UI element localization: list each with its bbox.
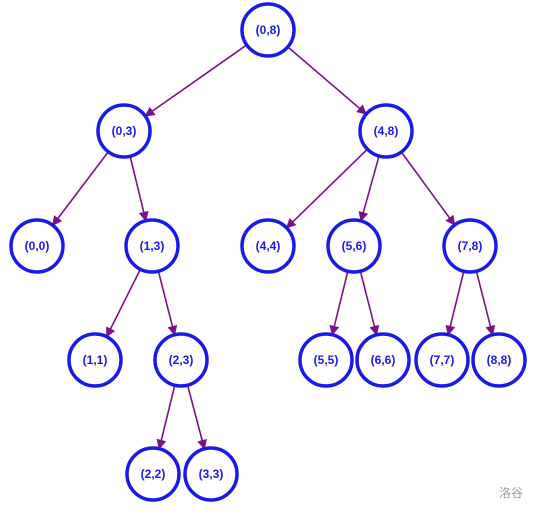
node-label: (2,2) <box>141 467 166 481</box>
tree-node: (5,6) <box>326 218 382 274</box>
node-label: (0,0) <box>25 239 50 253</box>
node-circle <box>183 446 239 502</box>
tree-node: (1,3) <box>124 218 180 274</box>
edge-n13-n11 <box>106 268 142 338</box>
watermark-text: 洛谷 <box>498 486 523 500</box>
tree-node: (4,8) <box>358 103 414 159</box>
edge-n48-n78 <box>400 151 456 226</box>
node-circle <box>96 103 152 159</box>
node-circle <box>153 332 209 388</box>
tree-node: (1,1) <box>67 332 123 388</box>
node-label: (3,3) <box>199 467 224 481</box>
tree-node: (8,8) <box>471 332 527 388</box>
tree-node: (2,3) <box>153 332 209 388</box>
node-label: (4,4) <box>256 239 281 253</box>
edge-n78-n77 <box>445 271 465 336</box>
edges-group <box>52 44 496 450</box>
node-circle <box>125 446 181 502</box>
node-label: (1,1) <box>83 353 108 367</box>
node-label: (0,8) <box>256 23 281 37</box>
edge-n08-n48 <box>287 46 368 115</box>
edge-n56-n55 <box>329 271 349 336</box>
tree-node: (2,2) <box>125 446 181 502</box>
edge-n13-n23 <box>157 271 178 336</box>
node-label: (5,6) <box>342 239 367 253</box>
node-circle <box>67 332 123 388</box>
node-circle <box>298 332 354 388</box>
node-label: (7,8) <box>458 239 483 253</box>
edge-n23-n33 <box>186 384 207 450</box>
edge-n03-n13 <box>129 156 149 222</box>
tree-node: (5,5) <box>298 332 354 388</box>
edge-n48-n56 <box>358 155 380 222</box>
node-circle <box>240 218 296 274</box>
node-label: (8,8) <box>487 353 512 367</box>
node-label: (4,8) <box>374 124 399 138</box>
node-circle <box>471 332 527 388</box>
node-circle <box>442 218 498 274</box>
tree-node: (0,0) <box>9 218 65 274</box>
node-label: (7,7) <box>430 353 455 367</box>
edge-n08-n03 <box>144 44 248 117</box>
tree-node: (3,3) <box>183 446 239 502</box>
tree-node: (0,8) <box>240 2 296 58</box>
node-label: (5,5) <box>314 353 339 367</box>
node-circle <box>358 103 414 159</box>
edge-n56-n66 <box>359 271 380 336</box>
tree-node: (0,3) <box>96 103 152 159</box>
nodes-group: (0,8) (0,3) (4,8) (0,0) (1,3) (4,4) (5,6) (7,8)… <box>9 2 527 502</box>
node-label: (1,3) <box>140 239 165 253</box>
node-label: (0,3) <box>112 124 137 138</box>
node-circle <box>414 332 470 388</box>
node-circle <box>9 218 65 274</box>
node-circle <box>124 218 180 274</box>
edge-n78-n88 <box>475 271 496 336</box>
tree-node: (7,8) <box>442 218 498 274</box>
tree-node: (4,4) <box>240 218 296 274</box>
node-circle <box>326 218 382 274</box>
node-circle <box>240 2 296 58</box>
node-circle <box>355 332 411 388</box>
node-label: (2,3) <box>169 353 194 367</box>
node-label: (6,6) <box>371 353 396 367</box>
edge-n48-n44 <box>285 148 368 229</box>
tree-node: (7,7) <box>414 332 470 388</box>
edge-n23-n22 <box>156 385 176 450</box>
tree-node: (6,6) <box>355 332 411 388</box>
edge-n03-n00 <box>52 151 109 227</box>
